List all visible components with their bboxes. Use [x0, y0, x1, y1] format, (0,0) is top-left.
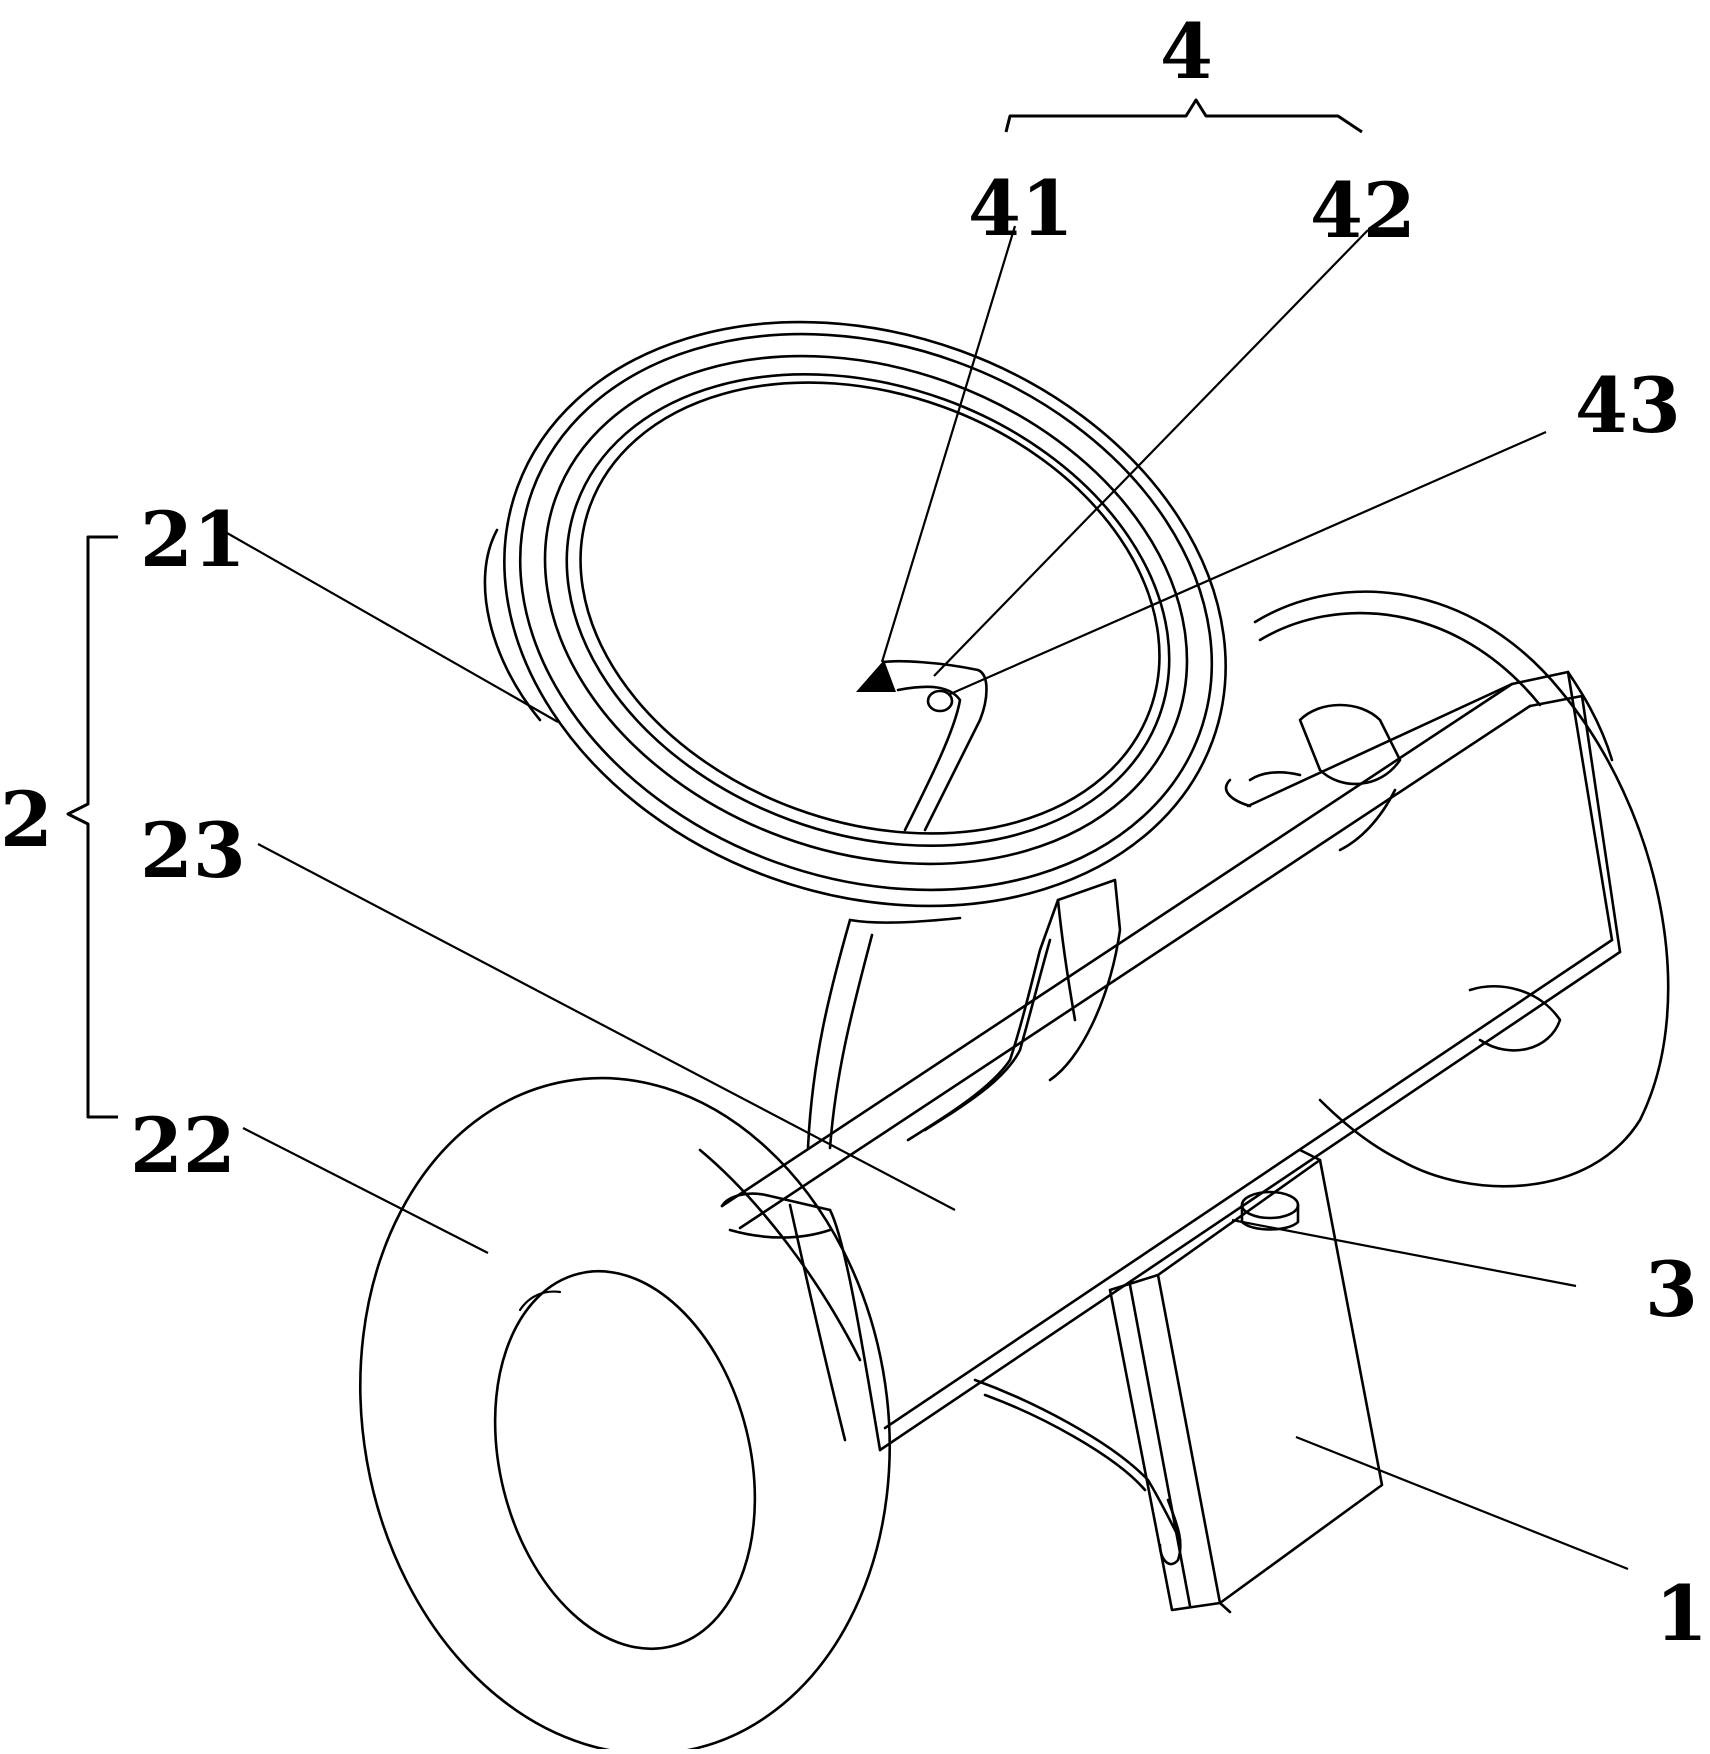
leader-22 [242, 1127, 489, 1254]
pointer-assembly [856, 659, 988, 832]
label-21: 21 [140, 495, 246, 584]
leader-3 [1231, 1218, 1577, 1288]
neck-riser [806, 878, 1122, 1150]
label-41: 41 [968, 164, 1074, 253]
labels: 4 41 42 43 2 21 23 22 3 1 [0, 7, 1708, 1658]
pipe-body [720, 670, 1622, 1452]
label-42: 42 [1310, 166, 1416, 255]
brace-4 [1004, 98, 1363, 134]
braces [66, 98, 1363, 1119]
label-4: 4 [1160, 7, 1213, 96]
far-flange [1253, 590, 1670, 1188]
label-2: 2 [0, 775, 53, 864]
label-23: 23 [140, 806, 246, 895]
leader-41 [880, 225, 1017, 663]
label-22: 22 [130, 1101, 236, 1190]
leader-43 [947, 430, 1547, 697]
leader-lines [226, 225, 1629, 1571]
brace-2 [66, 535, 118, 1119]
label-43: 43 [1575, 361, 1681, 450]
label-3: 3 [1645, 1245, 1698, 1334]
leader-23 [257, 843, 956, 1211]
support-block [973, 1148, 1384, 1614]
oval-ring [483, 320, 1227, 908]
leader-21 [226, 532, 559, 723]
near-flange [359, 1076, 891, 1754]
pointer-arrow-icon [856, 660, 896, 692]
label-1: 1 [1655, 1569, 1708, 1658]
top-channel [1224, 682, 1514, 852]
leader-42 [933, 229, 1369, 677]
leader-1 [1295, 1435, 1629, 1571]
